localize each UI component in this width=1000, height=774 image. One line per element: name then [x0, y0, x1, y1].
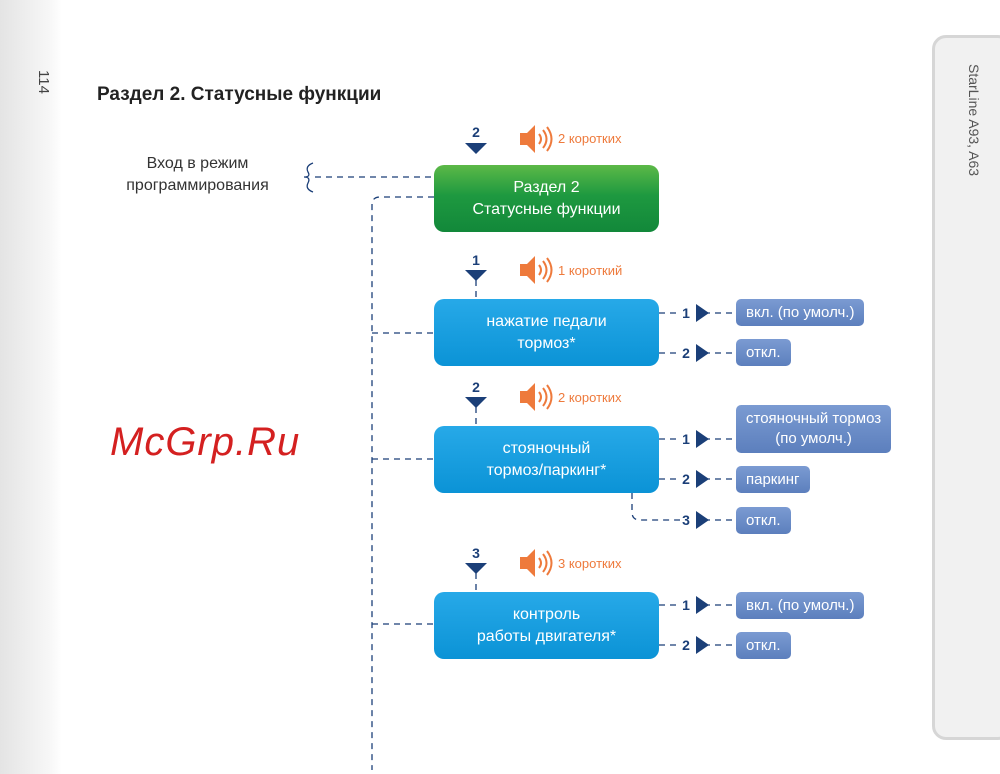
option-number: 1	[682, 431, 690, 447]
entry-label: Вход в режим программирования	[100, 153, 295, 197]
page-margin	[0, 0, 62, 774]
entry-line-2: программирования	[126, 177, 269, 194]
press-count: 2	[472, 379, 480, 395]
function-line-2: работы двигателя*	[476, 627, 617, 645]
option-box: вкл. (по умолч.)	[736, 299, 865, 326]
function-box-brake-pedal: нажатие педали тормоз*	[434, 299, 659, 366]
signal-label: 2 коротких	[558, 390, 622, 405]
press-count: 2	[472, 124, 480, 140]
option-box: откл.	[736, 507, 791, 534]
option-line-2: (по умолч.)	[775, 430, 852, 447]
option-box: откл.	[736, 339, 791, 366]
entry-line-1: Вход в режим	[146, 155, 249, 172]
function-line-1: нажатие педали	[486, 312, 607, 330]
option-box: откл.	[736, 632, 791, 659]
option-number: 2	[682, 471, 690, 487]
arrow-markers	[465, 143, 709, 654]
option-box: стояночный тормоз (по умолч.)	[736, 405, 892, 453]
press-count: 1	[472, 252, 480, 268]
page-title: Раздел 2. Статусные функции	[97, 84, 382, 105]
function-line-1: контроль	[512, 605, 581, 623]
option-number: 2	[682, 637, 690, 653]
side-tab	[932, 35, 1000, 740]
section-line-2: Статусные функции	[472, 200, 621, 218]
section-line-1: Раздел 2	[513, 178, 580, 196]
option-number: 2	[682, 345, 690, 361]
option-number: 1	[682, 305, 690, 321]
option-number: 3	[682, 512, 690, 528]
function-box-parking: стояночный тормоз/паркинг*	[434, 426, 659, 493]
signal-label: 1 короткий	[558, 263, 623, 278]
speaker-icons	[520, 125, 553, 577]
function-line-1: стояночный	[502, 439, 591, 457]
function-line-2: тормоз*	[517, 334, 576, 352]
function-line-2: тормоз/паркинг*	[486, 461, 607, 479]
press-count: 3	[472, 545, 480, 561]
function-box-engine-control: контроль работы двигателя*	[434, 592, 659, 659]
section-box: Раздел 2 Статусные функции	[434, 165, 659, 232]
watermark: McGrp.Ru	[110, 420, 301, 464]
signal-label: 2 коротких	[558, 131, 622, 146]
option-box: вкл. (по умолч.)	[736, 592, 865, 619]
option-line-1: стояночный тормоз	[746, 410, 882, 427]
signal-label: 3 коротких	[558, 556, 622, 571]
option-box: паркинг	[736, 466, 810, 493]
option-number: 1	[682, 597, 690, 613]
